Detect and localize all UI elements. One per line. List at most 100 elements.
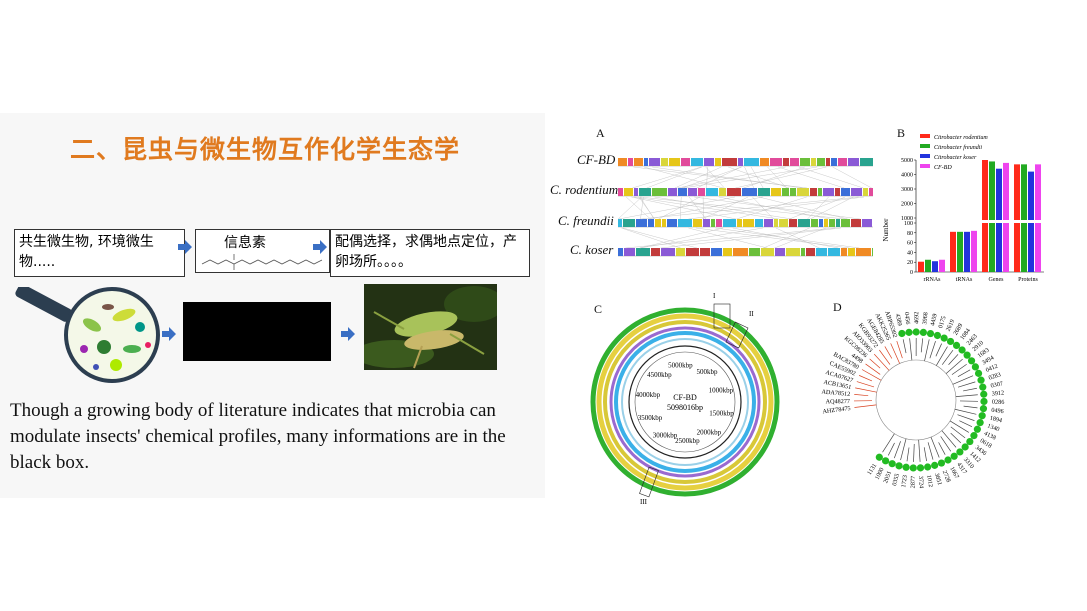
synteny-block [810, 188, 817, 196]
bar [918, 261, 924, 272]
synteny-block [841, 219, 850, 227]
y-tick-label: 3000 [901, 187, 913, 193]
tree-branch [945, 358, 963, 374]
bar [950, 231, 956, 272]
leaf-marker [905, 328, 913, 336]
position-tick-label: 500kbp [696, 368, 718, 376]
position-tick-label: 5000kbp [668, 361, 693, 369]
tree-branch [869, 358, 881, 369]
synteny-block [826, 158, 830, 166]
leaf-marker [974, 369, 983, 377]
synteny-link [706, 166, 708, 189]
leaf-marker [898, 329, 906, 338]
leaf-label: 2051 [882, 470, 893, 484]
position-tick-label: 1000kbp [709, 386, 734, 394]
y-tick-label: 80 [907, 231, 913, 237]
synteny-block [644, 158, 648, 166]
synteny-link [640, 196, 644, 220]
arrow-right-icon [178, 240, 192, 254]
tree-branch [900, 438, 907, 461]
synteny-block [623, 219, 635, 227]
leaf-marker [919, 328, 927, 337]
synteny-block [860, 158, 873, 166]
bar [982, 160, 988, 220]
bar [939, 259, 945, 272]
tree-branch [955, 394, 978, 397]
synteny-block [661, 158, 668, 166]
synteny-block [624, 188, 633, 196]
tree-branch [948, 354, 959, 365]
synteny-link [632, 166, 702, 189]
synteny-link [640, 196, 655, 220]
synteny-block [719, 188, 726, 196]
synteny-link [702, 196, 749, 220]
synteny-block [749, 248, 760, 256]
genome-name: CF-BD [673, 393, 697, 402]
panel-c-label: C [594, 302, 603, 316]
arrow-right-icon [162, 327, 176, 341]
synteny-block [668, 188, 677, 196]
leaf-marker [937, 459, 946, 467]
synteny-block [798, 219, 810, 227]
position-tick-label: 4000kbp [636, 391, 661, 399]
synteny-block [706, 188, 718, 196]
tree-branch [950, 426, 966, 439]
synteny-link [622, 227, 698, 249]
tree-branch [949, 420, 970, 433]
synteny-block [841, 248, 847, 256]
synteny-block [775, 248, 785, 256]
leaf-marker [980, 397, 988, 406]
leaf-label: 4138 [983, 430, 997, 442]
tree-branch [858, 375, 873, 382]
synteny-link [658, 196, 700, 220]
tree-branch [924, 339, 930, 361]
species-label: C. koser [570, 242, 614, 257]
y-tick-label: 1000 [901, 216, 913, 222]
synteny-block [618, 219, 622, 227]
synteny-block [669, 158, 680, 166]
synteny-block [723, 219, 736, 227]
synteny-block [819, 219, 823, 227]
synteny-block [851, 188, 862, 196]
tree-branch [941, 430, 957, 448]
position-tick-label: 3000kbp [653, 431, 678, 439]
bar [925, 259, 931, 272]
position-tick-label: 4500kbp [647, 371, 672, 379]
leaf-label: 3912 [991, 390, 1004, 398]
synteny-block [651, 248, 660, 256]
genome-alignment-panel [618, 158, 873, 257]
tree-branch [952, 375, 974, 385]
gc-skew-ring [628, 345, 742, 459]
synteny-link [705, 166, 725, 189]
bar [989, 161, 995, 220]
legend-entry: CF-BD [934, 165, 952, 171]
tree-branch [920, 338, 924, 353]
tree-branch [906, 447, 910, 462]
synteny-link [639, 196, 845, 220]
leaf-label: 4459 [929, 313, 938, 327]
bar [1028, 223, 1034, 272]
synteny-block [789, 219, 797, 227]
bar [957, 231, 963, 272]
leaf-label: AHZ78475 [822, 405, 851, 415]
synteny-link [789, 196, 846, 220]
synteny-block [818, 188, 822, 196]
synteny-block [831, 158, 837, 166]
synteny-block [743, 219, 754, 227]
leaf-label: 4389 [894, 313, 903, 327]
y-tick-label: 2000 [901, 202, 913, 208]
y-tick-label: 60 [907, 241, 913, 247]
leaf-label: 1340 [986, 422, 1000, 433]
legend-swatch [920, 154, 930, 158]
y-tick-label: 40 [907, 250, 913, 256]
leaf-label: 1012 [925, 474, 934, 487]
synteny-link [679, 196, 682, 220]
leaf-marker [946, 337, 955, 346]
leaf-marker [933, 331, 942, 340]
panel-b-label: B [897, 126, 906, 140]
synteny-link [688, 227, 768, 249]
synteny-link [681, 166, 742, 189]
synteny-block [770, 158, 782, 166]
synteny-block [618, 248, 623, 256]
genome-ring [596, 313, 774, 491]
